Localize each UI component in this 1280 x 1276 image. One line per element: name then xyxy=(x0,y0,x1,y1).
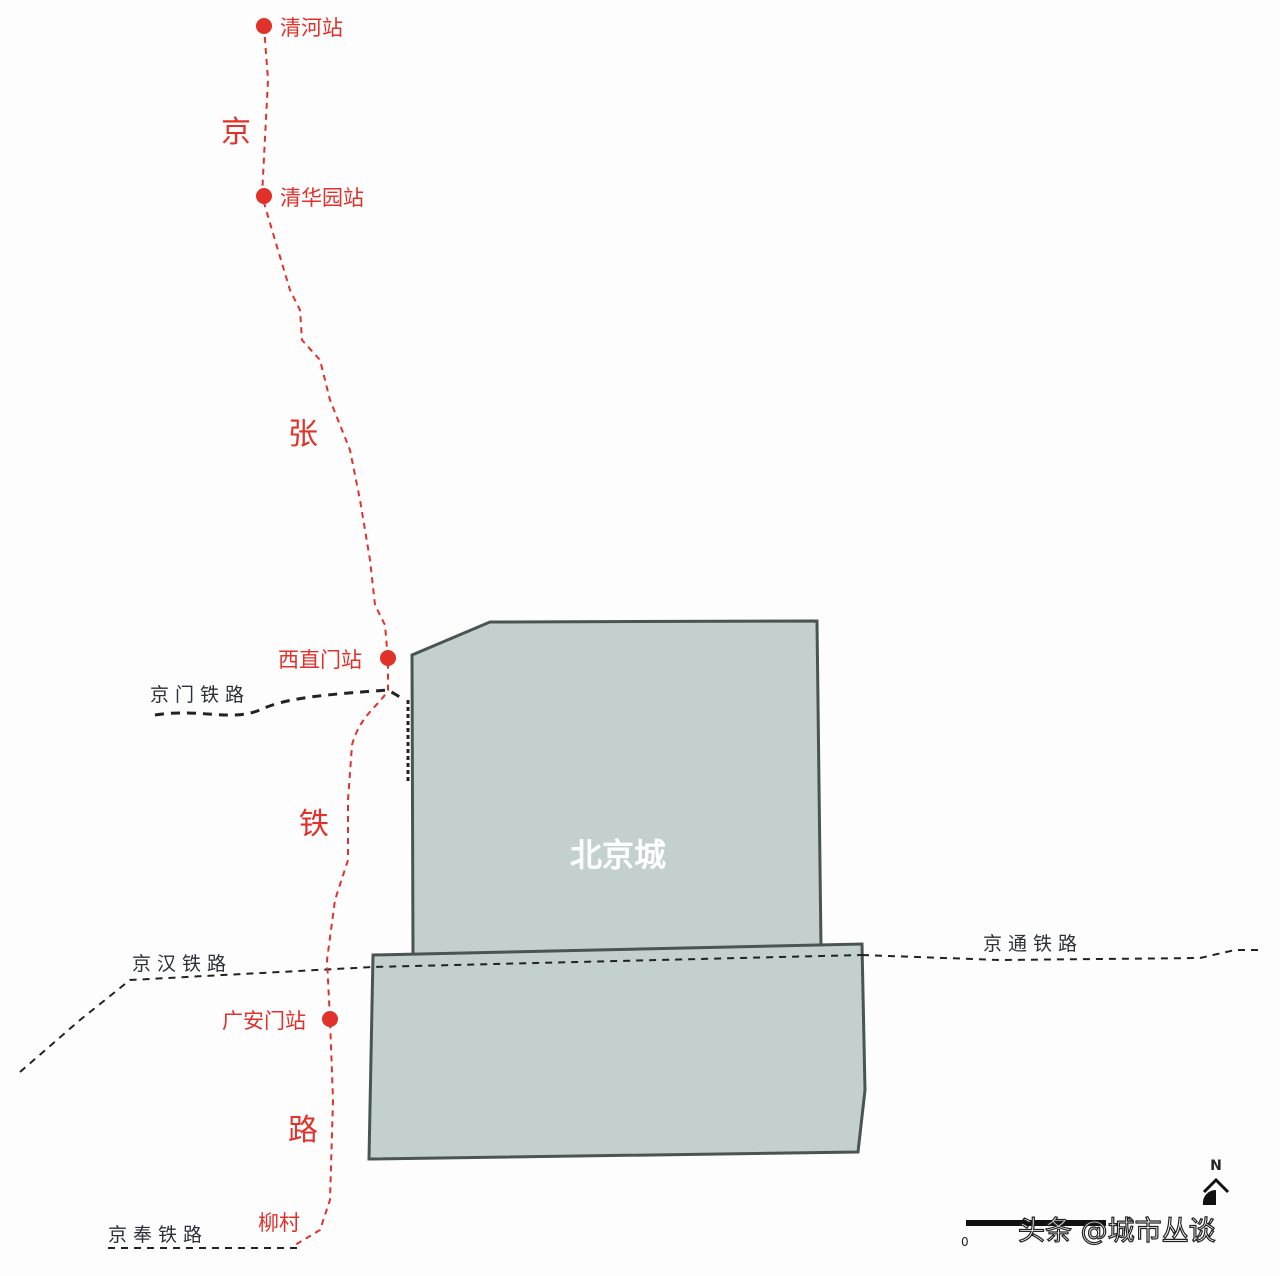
station-label-guanganmen: 广安门站 xyxy=(222,1009,306,1033)
station-dot-qinghuayuan[interactable] xyxy=(256,188,272,204)
city-label: 北京城 xyxy=(570,836,666,874)
main-railway-char-3: 铁 xyxy=(299,807,329,842)
railway-jingtong xyxy=(861,949,1258,962)
railway-label-jingfeng: 京奉铁路 xyxy=(108,1224,208,1246)
station-label-qinghe: 清河站 xyxy=(280,16,343,40)
railway-label-jingtong: 京通铁路 xyxy=(983,933,1083,955)
station-dot-qinghe[interactable] xyxy=(256,18,272,34)
railway-jinghan xyxy=(19,954,863,1073)
railway-label-jinghan: 京汉铁路 xyxy=(132,953,232,975)
watermark: 头条 @城市丛谈 xyxy=(1018,1216,1216,1247)
inner-city xyxy=(410,619,823,957)
main-railway-char-4: 路 xyxy=(288,1113,318,1148)
railway-label-jingmen: 京门铁路 xyxy=(150,684,250,706)
scale-bar xyxy=(966,1220,1106,1226)
station-label-qinghuayuan: 清华园站 xyxy=(280,186,364,210)
station-dot-guanganmen[interactable] xyxy=(322,1011,338,1027)
compass-label: N xyxy=(1210,1158,1222,1174)
station-label-xizhimen: 西直门站 xyxy=(278,648,362,672)
main-railway-char-1: 京 xyxy=(221,115,251,150)
railway-jingmen xyxy=(154,688,406,717)
scale-start-label: 0 xyxy=(961,1235,969,1249)
station-dot-xizhimen[interactable] xyxy=(380,650,396,666)
railway-jingzhang xyxy=(260,25,389,1246)
north-arrow-icon xyxy=(1202,1177,1230,1205)
station-label-liucun: 柳村 xyxy=(258,1211,300,1235)
main-railway-char-2: 张 xyxy=(288,417,318,452)
outer-city xyxy=(367,942,867,1161)
